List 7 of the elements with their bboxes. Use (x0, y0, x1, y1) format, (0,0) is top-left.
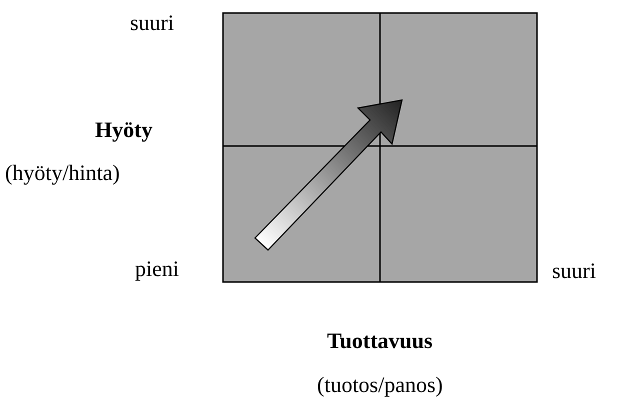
axis-label: (hyöty/hinta) (5, 160, 120, 186)
axis-label: suuri (130, 10, 174, 36)
axis-title: Hyöty (95, 117, 152, 143)
axis-label: (tuotos/panos) (317, 372, 443, 398)
axis-label: suuri (552, 258, 596, 284)
axis-title: Tuottavuus (327, 328, 433, 354)
axis-label: pieni (135, 256, 179, 282)
